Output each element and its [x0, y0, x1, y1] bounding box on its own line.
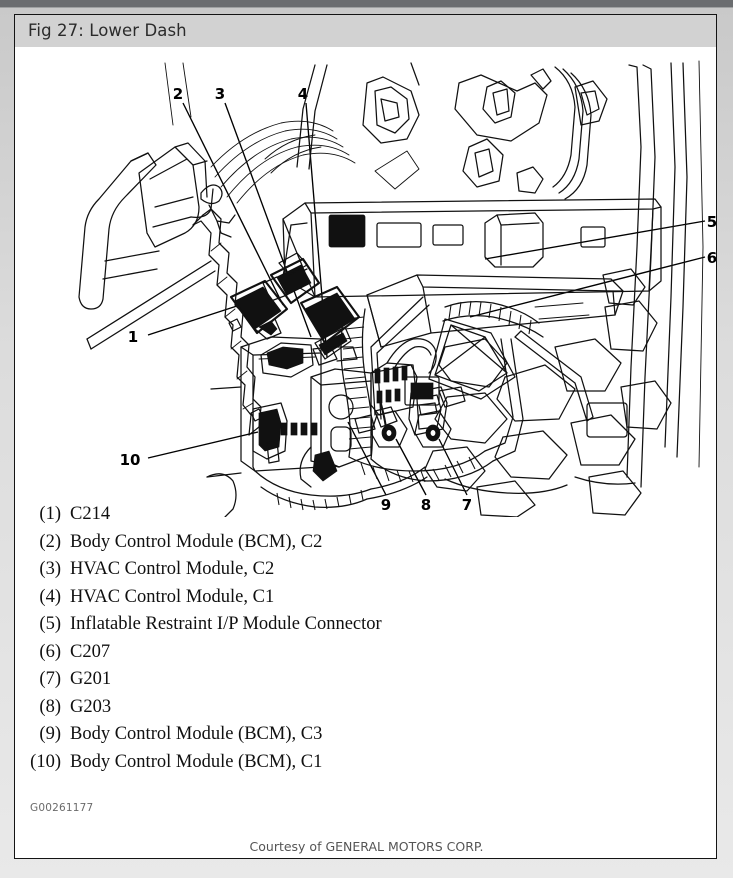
legend-index: (8)	[39, 696, 61, 717]
legend-item: (9) Body Control Module (BCM), C3	[15, 721, 716, 749]
legend-index: (5)	[39, 614, 61, 634]
legend-item: (1) C214	[15, 501, 716, 529]
lower-right-panels	[424, 268, 672, 517]
document-frame: Fig 27: Lower Dash 1 2 3 4	[14, 14, 717, 859]
legend-index: (2)	[39, 531, 61, 552]
legend-text: C207	[70, 641, 111, 662]
legend-index: (4)	[39, 586, 61, 607]
ground-studs	[370, 338, 466, 448]
bcm-module	[206, 336, 358, 478]
legend-text: Body Control Module (BCM), C2	[70, 531, 323, 552]
legend-index: (10)	[30, 751, 61, 772]
legend-item: (4) HVAC Control Module, C1	[15, 584, 716, 612]
figure-caption-bar: Fig 27: Lower Dash	[15, 15, 716, 47]
callout-4: 4	[298, 85, 308, 103]
legend-text: G201	[70, 669, 112, 689]
lower-dash-diagram: 1 2 3 4 5 6 7 8 9 10	[15, 47, 717, 517]
callout-7: 7	[462, 496, 472, 514]
legend-item: (7) G201	[15, 666, 716, 694]
legend-index: (7)	[39, 669, 61, 689]
callout-3: 3	[215, 85, 225, 103]
legend-index: (3)	[39, 559, 61, 579]
right-pillar-panel	[454, 60, 704, 488]
callout-5: 5	[707, 213, 717, 231]
legend-index: (9)	[39, 724, 61, 744]
legend-index: (1)	[39, 504, 61, 524]
background-contours	[86, 62, 420, 340]
callout-9: 9	[381, 496, 391, 514]
callout-10: 10	[120, 451, 141, 469]
callout-labels: 1 2 3 4 5 6 7 8 9 10	[120, 85, 717, 514]
c214-connector	[229, 279, 289, 340]
legend-text: Inflatable Restraint I/P Module Connecto…	[70, 614, 382, 634]
legend-text: C214	[70, 504, 111, 524]
legend-text: Body Control Module (BCM), C3	[70, 724, 323, 744]
legend-item: (8) G203	[15, 694, 716, 722]
hvac-connectors	[262, 252, 361, 360]
callout-6: 6	[707, 249, 717, 267]
legend-text: HVAC Control Module, C2	[70, 559, 275, 579]
callout-1: 1	[128, 328, 138, 346]
floor-contour	[206, 466, 636, 517]
legend-item: (6) C207	[15, 639, 716, 667]
pedal-assembly	[78, 142, 236, 310]
legend-text: Body Control Module (BCM), C1	[70, 751, 323, 772]
legend-text: G203	[70, 696, 112, 717]
figure-title: Fig 27: Lower Dash	[28, 21, 187, 40]
legend-item: (2) Body Control Module (BCM), C2	[15, 529, 716, 557]
courtesy-note: Courtesy of GENERAL MOTORS CORP.	[249, 839, 484, 854]
legend-item: (3) HVAC Control Module, C2	[15, 556, 716, 584]
legend-text: HVAC Control Module, C1	[70, 586, 275, 607]
upper-harness-lines	[210, 120, 356, 204]
callout-8: 8	[421, 496, 431, 514]
legend-index: (6)	[39, 641, 61, 662]
legend-item: (5) Inflatable Restraint I/P Module Conn…	[15, 611, 716, 639]
figure-id-code: G00261177	[30, 802, 94, 814]
callout-legend: (1) C214 (2) Body Control Module (BCM), …	[15, 501, 716, 777]
instrument-panel-beam	[282, 198, 662, 298]
legend-item: (10) Body Control Module (BCM), C1	[15, 749, 716, 777]
callout-2: 2	[173, 85, 183, 103]
